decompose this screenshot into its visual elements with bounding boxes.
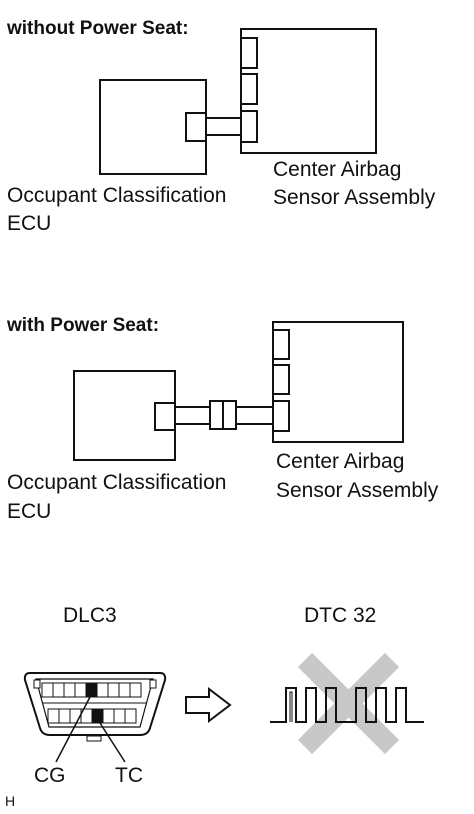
sensor-connector-1b [240,73,258,105]
harness-1 [205,117,243,136]
ecu-connector-1 [185,112,207,142]
x-cross-icon [297,652,400,755]
sensor-label-1-line2: Sensor Assembly [273,186,436,209]
tc-leader-line [99,722,126,763]
sensor-box-1 [240,28,377,154]
ecu-label-1-line2: ECU [7,212,51,235]
harness-2b [235,406,274,425]
ecu-label-2-line1: Occupant Classification [7,471,226,494]
figure-code: H [5,793,15,809]
dtc-pulse-waveform [270,687,424,723]
sensor-label-1-line1: Center Airbag [273,158,401,181]
ecu-label-2-line2: ECU [7,500,51,523]
section-without-power-seat: without Power Seat: Occupant Classificat… [6,18,436,235]
pin-row-bottom [47,708,137,724]
sensor-label-2-line2: Sensor Assembly [276,479,439,502]
cg-leader-line [55,696,91,763]
sensor-connector-2c [272,400,290,432]
pin-row-top [41,682,142,698]
section-dlc3: DLC3 [23,604,232,787]
section-dtc32: DTC 32 [270,604,424,755]
ecu-label-1-line1: Occupant Classification [7,184,226,207]
hollow-right-arrow-icon [185,686,232,724]
dtc-pulse-waveform-inner [289,691,293,722]
pin-tc-label: TC [115,764,143,787]
sensor-connector-2b [272,364,290,395]
sensor-connector-1c [240,110,258,143]
pin-cg [85,682,98,698]
harness-2a [174,406,211,425]
pin-cg-label: CG [34,764,66,787]
dtc32-title: DTC 32 [304,604,376,627]
dlc3-title: DLC3 [63,604,117,627]
obd-connector-icon [23,672,167,742]
section2-heading: with Power Seat: [6,315,159,336]
section1-heading: without Power Seat: [6,18,189,39]
pin-tc [91,708,104,724]
inline-connector-b [222,400,237,430]
section-with-power-seat: with Power Seat: Occupant Classification… [6,315,439,523]
inline-connector-a [209,400,224,430]
sensor-connector-1a [240,37,258,69]
sensor-box-2 [272,321,404,443]
ecu-connector-2 [154,402,176,431]
sensor-connector-2a [272,329,290,360]
sensor-label-2-line1: Center Airbag [276,450,404,473]
